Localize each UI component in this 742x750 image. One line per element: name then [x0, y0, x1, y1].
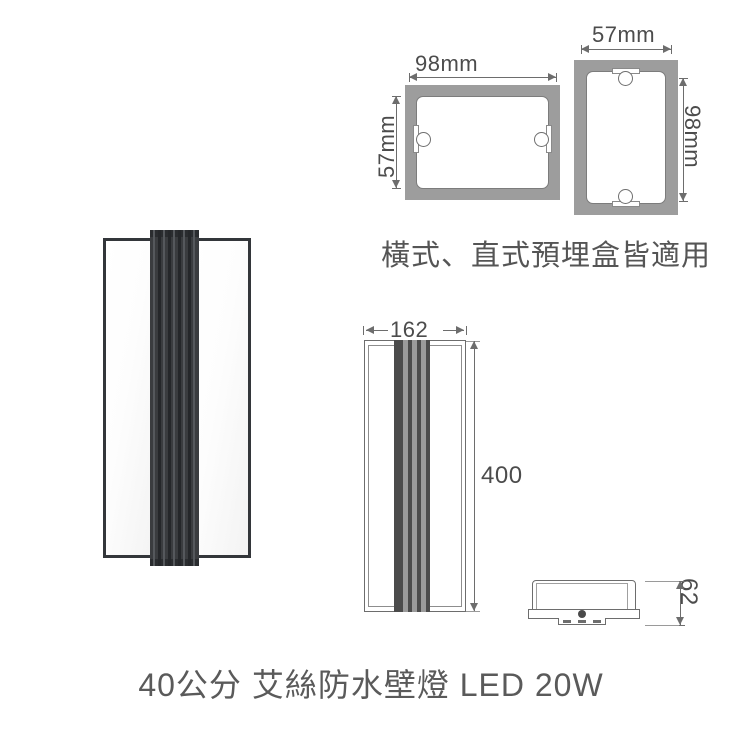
product-title: 40公分 艾絲防水壁燈 LED 20W — [138, 667, 604, 703]
arrow-right-98mm — [548, 73, 556, 81]
core-rib-1 — [158, 230, 161, 566]
ext-line-62-top — [645, 581, 679, 582]
tick-98mm-end-right — [679, 201, 688, 202]
vertical-box-width-label: 57mm — [592, 22, 656, 47]
dimline-162-right — [443, 330, 464, 331]
bracket-slot-2 — [578, 620, 586, 623]
tick-57mm-end — [392, 188, 401, 189]
dimline-162-left — [366, 330, 388, 331]
arrow-left-98mm — [409, 73, 417, 81]
dimline-62 — [680, 581, 681, 625]
dimline-400 — [474, 341, 475, 611]
front-stripe-gap-3 — [421, 340, 426, 612]
vertical-recessed-box — [574, 60, 678, 215]
arrow-up-400 — [470, 341, 478, 349]
front-stripe-4 — [426, 340, 430, 612]
side-view-body — [532, 580, 636, 610]
ext-line-62-bottom — [645, 625, 679, 626]
tick-162-start — [363, 326, 364, 335]
core-highlight-4 — [183, 230, 185, 566]
tick-62-start — [676, 581, 685, 582]
dimline-57mm-left — [396, 96, 397, 188]
arrow-down-98mm — [679, 193, 687, 201]
side-view-center-knob — [578, 610, 586, 618]
front-elevation-view — [364, 340, 466, 612]
arrow-down-62 — [676, 617, 684, 625]
core-highlight-1 — [153, 230, 155, 566]
horizontal-recessed-box — [405, 85, 560, 200]
vertical-box-cavity — [586, 71, 666, 204]
front-stripe-gap-1 — [403, 340, 408, 612]
tick-57mm-top-end — [671, 45, 672, 54]
screw-hole-left — [416, 132, 431, 147]
arrow-left-57mm-top — [581, 45, 589, 53]
screw-hole-right — [534, 132, 549, 147]
dimline-98mm — [409, 77, 556, 78]
core-rib-3 — [178, 230, 181, 566]
product-right-panel — [195, 238, 251, 558]
tick-98mm-end — [556, 73, 557, 82]
tick-62-end — [676, 625, 685, 626]
side-elevation-view — [528, 580, 646, 626]
product-left-panel — [103, 238, 155, 558]
front-view-height-label: 400 — [481, 462, 523, 489]
front-stripe-gap-2 — [412, 340, 417, 612]
arrow-up-57mm — [392, 96, 400, 104]
front-view-width-label: 162 — [390, 317, 429, 342]
tick-57mm-top-start — [581, 45, 582, 54]
arrow-down-400 — [470, 603, 478, 611]
arrow-up-98mm — [679, 78, 687, 86]
core-rib-2 — [168, 230, 171, 566]
arrow-right-162 — [456, 326, 464, 334]
arrow-right-57mm-top — [663, 45, 671, 53]
tick-98mm-start-right — [679, 78, 688, 79]
core-highlight-5 — [193, 230, 195, 566]
core-rib-4 — [188, 230, 191, 566]
bracket-slot-1 — [563, 620, 571, 623]
dimline-57mm-top — [581, 49, 671, 50]
core-highlight-2 — [163, 230, 165, 566]
product-photo — [103, 230, 251, 566]
tick-57mm-start — [392, 96, 401, 97]
horizontal-box-width-label: 98mm — [415, 51, 479, 76]
front-stripe-2 — [408, 340, 412, 612]
side-view-body-inner — [536, 583, 628, 609]
core-highlight-3 — [173, 230, 175, 566]
product-center-core — [150, 230, 199, 566]
front-stripe-3 — [417, 340, 421, 612]
arrow-up-62 — [676, 581, 684, 589]
recessed-box-caption: 橫式、直式預埋盒皆適用 — [380, 240, 711, 272]
dimline-98mm-right — [683, 78, 684, 201]
front-stripe-1 — [394, 340, 403, 612]
tick-98mm-start — [409, 73, 410, 82]
tick-162-end — [466, 326, 467, 335]
screw-hole-top — [618, 71, 633, 86]
horizontal-box-cavity — [416, 96, 549, 189]
side-view-mount-bracket — [558, 618, 606, 625]
arrow-down-57mm — [392, 180, 400, 188]
arrow-left-162 — [366, 326, 374, 334]
bracket-slot-3 — [593, 620, 601, 623]
ext-line-400-bottom — [466, 611, 480, 612]
screw-hole-bottom — [618, 189, 633, 204]
